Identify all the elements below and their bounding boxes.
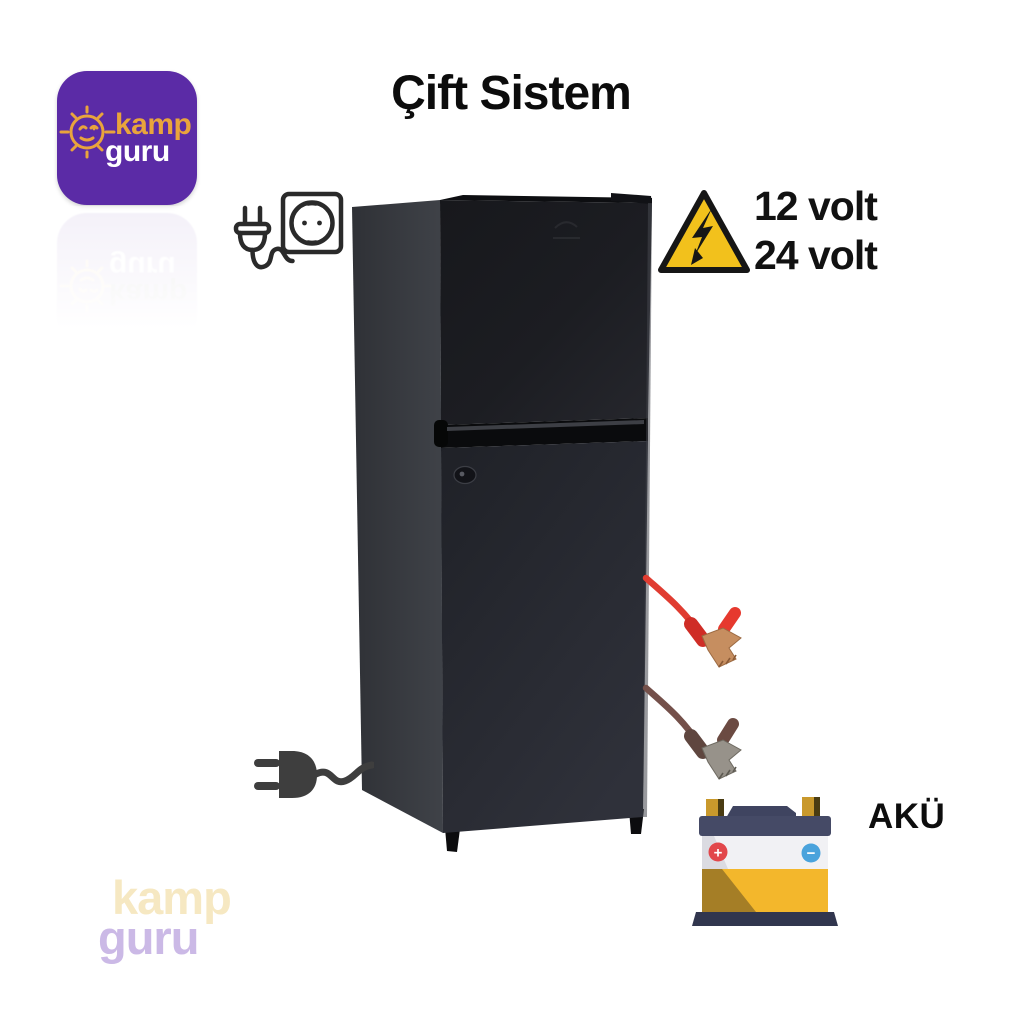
battery-minus-symbol: − bbox=[807, 845, 816, 862]
plug-outline bbox=[233, 205, 295, 270]
watermark-word-bottom: guru bbox=[98, 911, 199, 964]
plug-and-socket-icon bbox=[233, 191, 344, 270]
volt-label-12: 12 volt bbox=[754, 183, 878, 229]
fridge-lower-door bbox=[441, 441, 648, 833]
socket-outline bbox=[280, 191, 344, 255]
battery-terminals bbox=[706, 797, 820, 818]
brand-logo: kamp guru bbox=[57, 71, 197, 205]
battery-label: AKÜ bbox=[868, 797, 946, 836]
lightning-bolt-icon bbox=[692, 208, 713, 255]
voltage-labels: 12 volt 24 volt bbox=[754, 182, 878, 280]
volt-label-24: 24 volt bbox=[754, 232, 878, 278]
positive-clamp-cable bbox=[642, 574, 742, 668]
fridge-upper-door bbox=[440, 200, 652, 425]
fridge-hinge-cap bbox=[611, 193, 652, 204]
fridge-side-panel bbox=[352, 200, 443, 833]
reflection-fade bbox=[50, 206, 206, 356]
high-voltage-warning-icon bbox=[658, 190, 750, 273]
brand-logo-word-bottom: guru bbox=[105, 135, 170, 168]
fridge-top-edge bbox=[440, 195, 652, 203]
watermark-word-top: kamp bbox=[112, 871, 232, 924]
watermark: kamp guru bbox=[98, 871, 232, 964]
sun-face-icon bbox=[59, 105, 116, 159]
car-battery-icon: + − bbox=[692, 797, 838, 926]
fridge-lock bbox=[453, 465, 477, 485]
battery-positive-badge bbox=[708, 842, 728, 862]
fridge-edge-highlight bbox=[643, 203, 652, 817]
brand-logo-word-top: kamp bbox=[115, 108, 192, 141]
battery-clamp-cables bbox=[642, 574, 742, 780]
page-title: Çift Sistem bbox=[391, 67, 632, 120]
fridge-door-handle bbox=[434, 418, 648, 448]
two-door-refrigerator-photo bbox=[352, 193, 652, 852]
battery-plus-symbol: + bbox=[714, 845, 723, 862]
negative-clamp-cable bbox=[642, 684, 742, 780]
fridge-foot-left bbox=[445, 828, 460, 852]
door-emblem bbox=[553, 221, 580, 239]
battery-negative-badge bbox=[801, 843, 821, 863]
power-plug-icon bbox=[254, 751, 374, 798]
